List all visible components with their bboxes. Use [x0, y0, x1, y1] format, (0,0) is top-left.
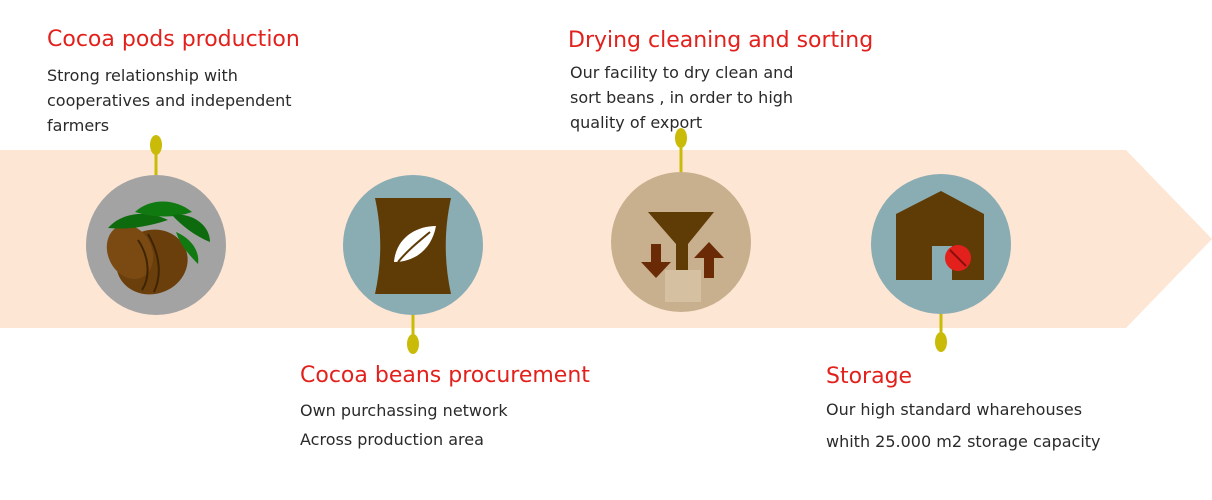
warehouse-icon	[896, 191, 984, 280]
step-1-line-2: cooperatives and independent	[47, 91, 292, 110]
step-2-description: Own purchassing network Across productio…	[300, 396, 508, 454]
step-4-line-1: Our high standard wharehouses	[826, 400, 1083, 419]
cocoa-pod-icon	[106, 201, 210, 295]
arrow-up-icon	[694, 242, 724, 278]
bean-sack-icon	[375, 198, 451, 294]
step-2-line-2: Across production area	[300, 430, 484, 449]
step-1-line-3: farmers	[47, 116, 110, 135]
connector-step-3	[675, 128, 687, 172]
step-3-title: Drying cleaning and sorting	[568, 28, 874, 53]
sorting-funnel-icon	[641, 212, 724, 302]
connector-step-4	[935, 312, 947, 352]
step-4-title: Storage	[826, 364, 913, 389]
connector-step-2	[407, 312, 419, 354]
step-4-description: Our high standard wharehouses whith 25.0…	[826, 394, 1101, 458]
step-3-line-2: sort beans , in order to high	[570, 88, 794, 107]
step-4-line-2: whith 25.000 m2 storage capacity	[826, 432, 1101, 451]
step-1-description: Strong relationship with cooperatives an…	[47, 63, 292, 138]
step-2-line-1: Own purchassing network	[300, 401, 508, 420]
step-1-line-1: Strong relationship with	[47, 66, 238, 85]
step-3-line-3: quality of export	[570, 113, 703, 132]
step-3-line-1: Our facility to dry clean and	[570, 63, 794, 82]
cocoa-bean-badge-icon	[945, 245, 971, 271]
step-3-description: Our facility to dry clean and sort beans…	[570, 60, 793, 135]
leaf-icon	[394, 226, 436, 263]
step-1-title: Cocoa pods production	[47, 27, 300, 52]
step-2-title: Cocoa beans procurement	[300, 363, 590, 388]
connector-step-1	[150, 135, 162, 178]
arrow-down-icon	[641, 244, 671, 278]
